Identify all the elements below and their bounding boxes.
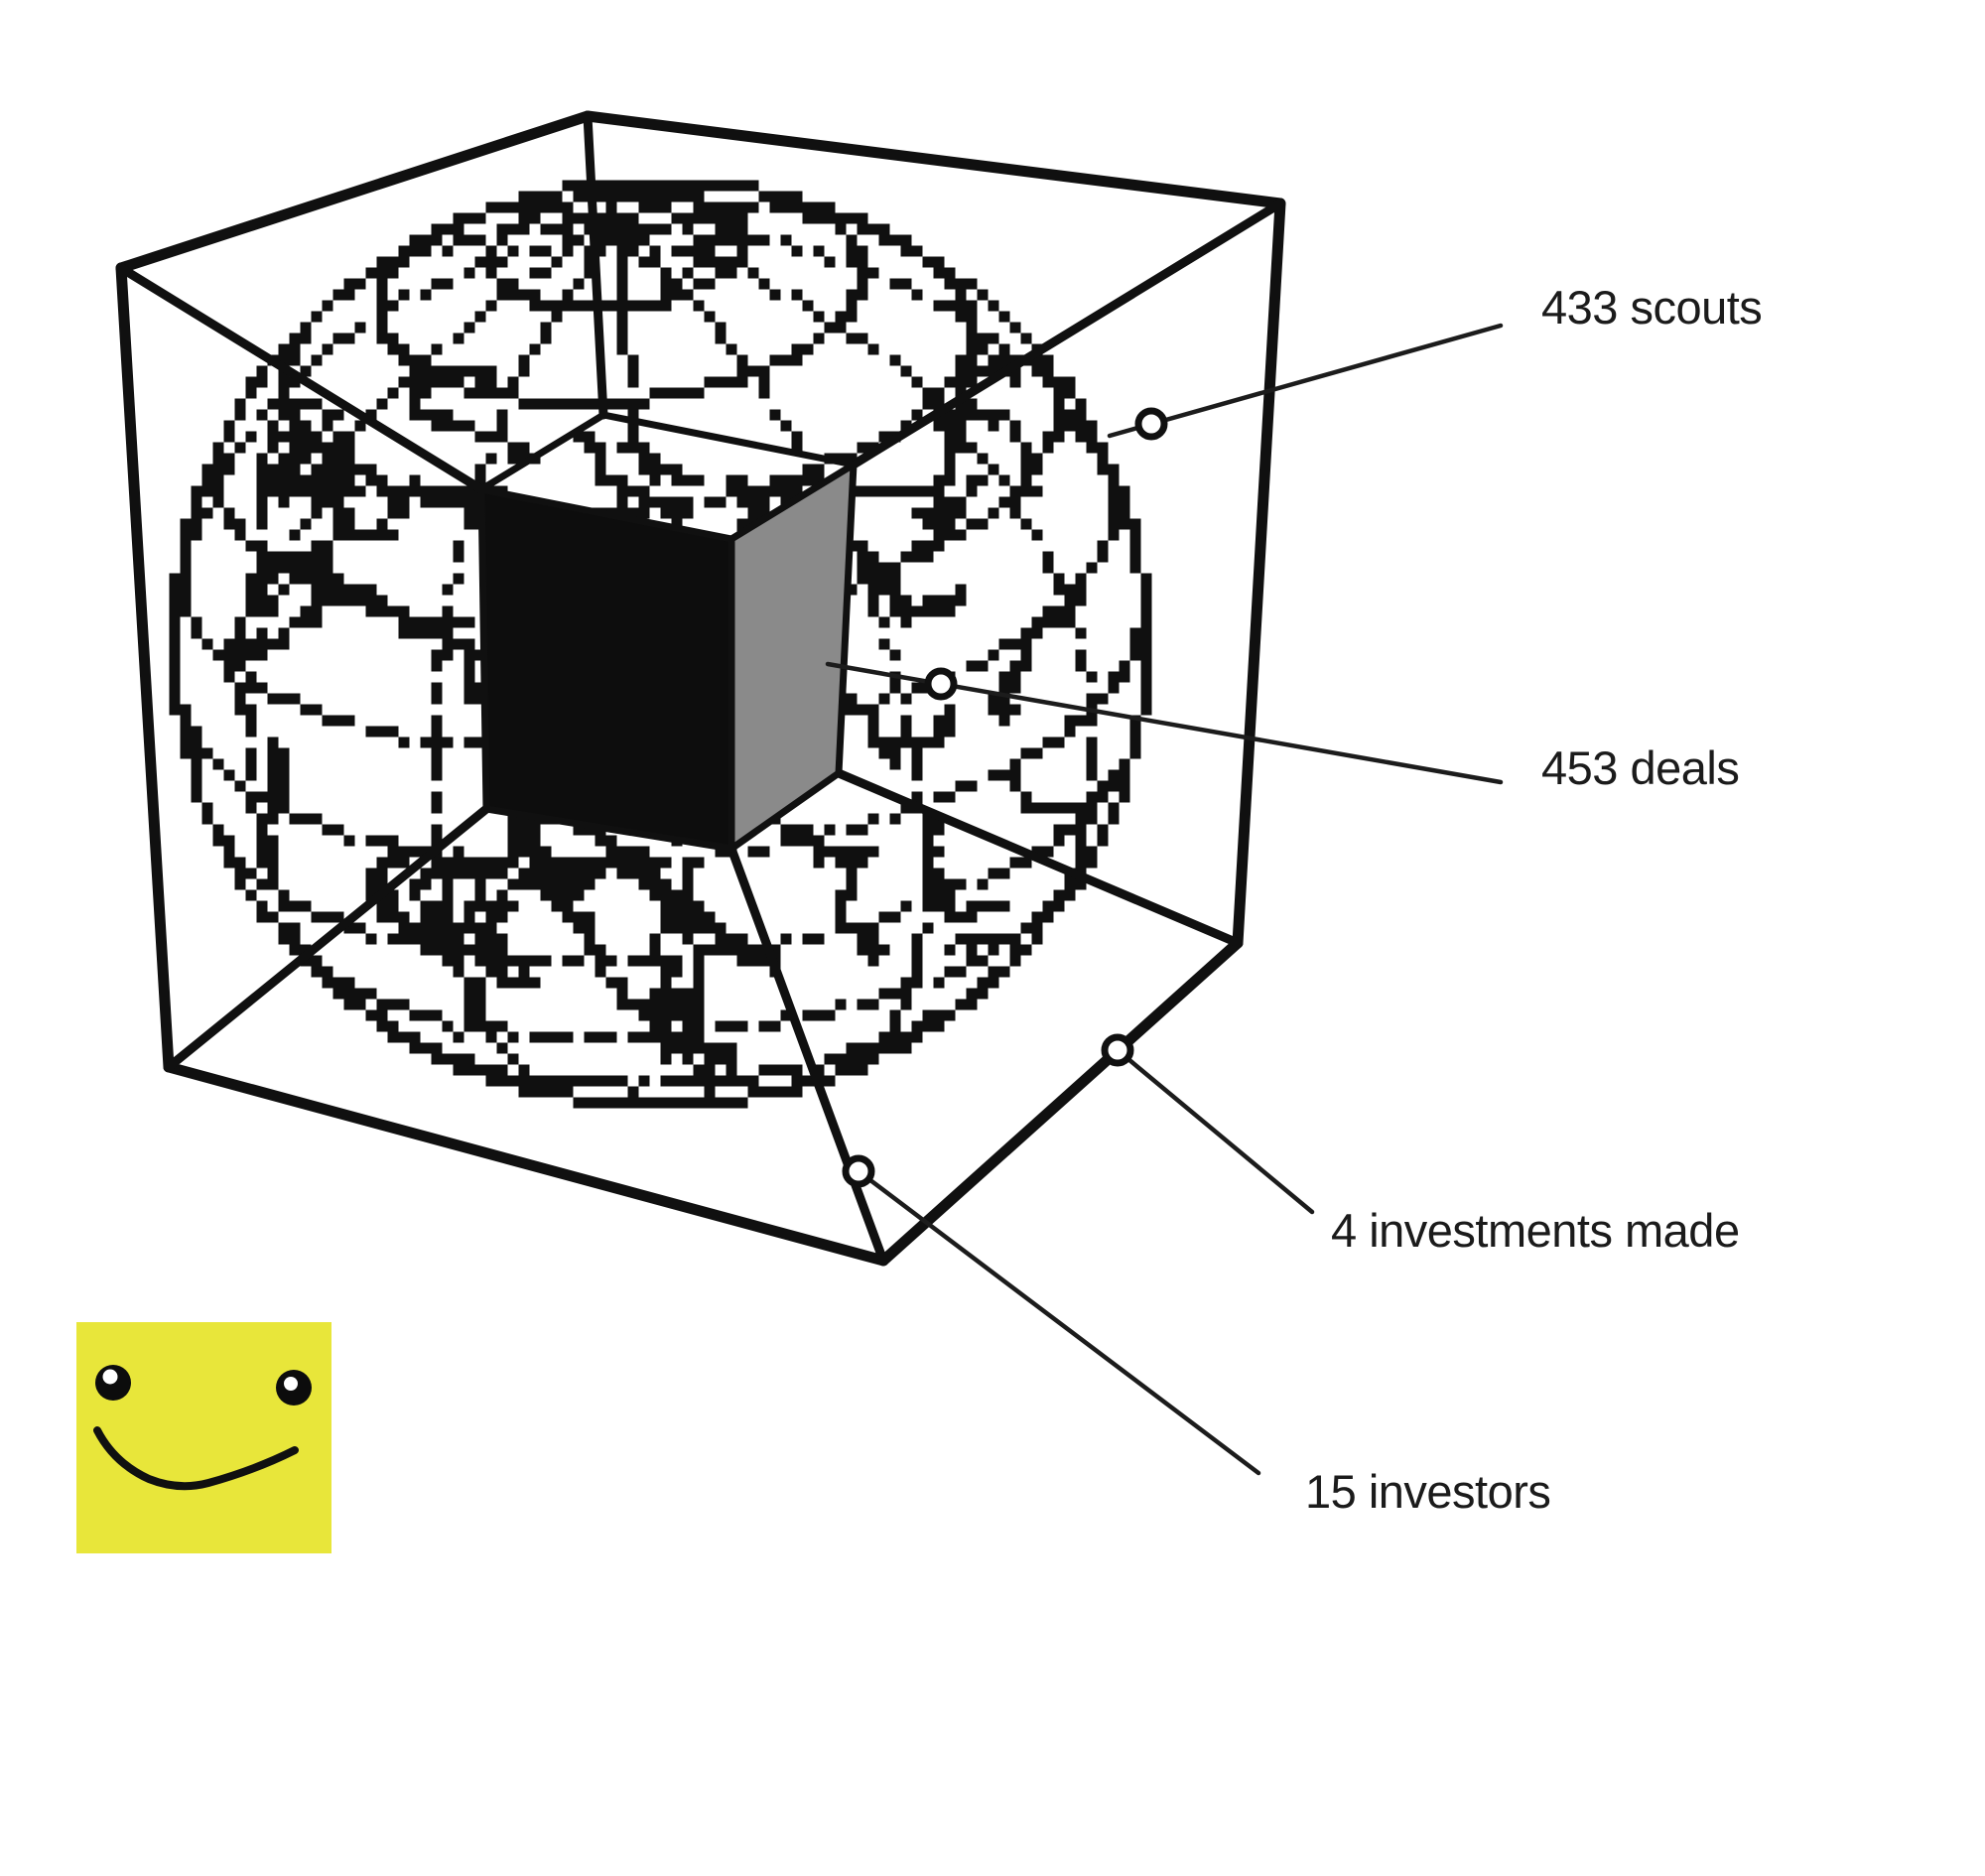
smiley-right-pupil-highlight <box>284 1377 298 1391</box>
callout-marker-investors <box>842 1154 875 1188</box>
inner-cube <box>477 411 858 856</box>
callout-label-scouts: 433 scouts <box>1541 281 1763 334</box>
callout-marker-deals <box>924 667 958 701</box>
pixel-globe <box>169 180 1152 1109</box>
cube-corner-diagonals <box>116 111 1285 1266</box>
callout-leader-investments <box>1115 1047 1315 1215</box>
callout-label-deals: 453 deals <box>1541 741 1740 794</box>
inner-cube-front-face <box>477 484 735 854</box>
smiley-face-sticker <box>76 1322 331 1553</box>
callout-marker-scouts <box>1134 407 1168 441</box>
callout-label-investments: 4 investments made <box>1331 1204 1740 1257</box>
smiley-background <box>76 1322 331 1553</box>
smiley-mouth <box>93 1426 299 1491</box>
smiley-left-pupil-highlight <box>102 1369 118 1385</box>
callout-leader-investors <box>856 1168 1261 1476</box>
callout-leader-scouts <box>1107 323 1504 439</box>
callout-marker-investments <box>1101 1033 1134 1067</box>
callout-label-investors: 15 investors <box>1305 1465 1551 1518</box>
outer-cube-wireframe <box>115 110 1286 1267</box>
callout-leaders <box>825 323 1504 1476</box>
